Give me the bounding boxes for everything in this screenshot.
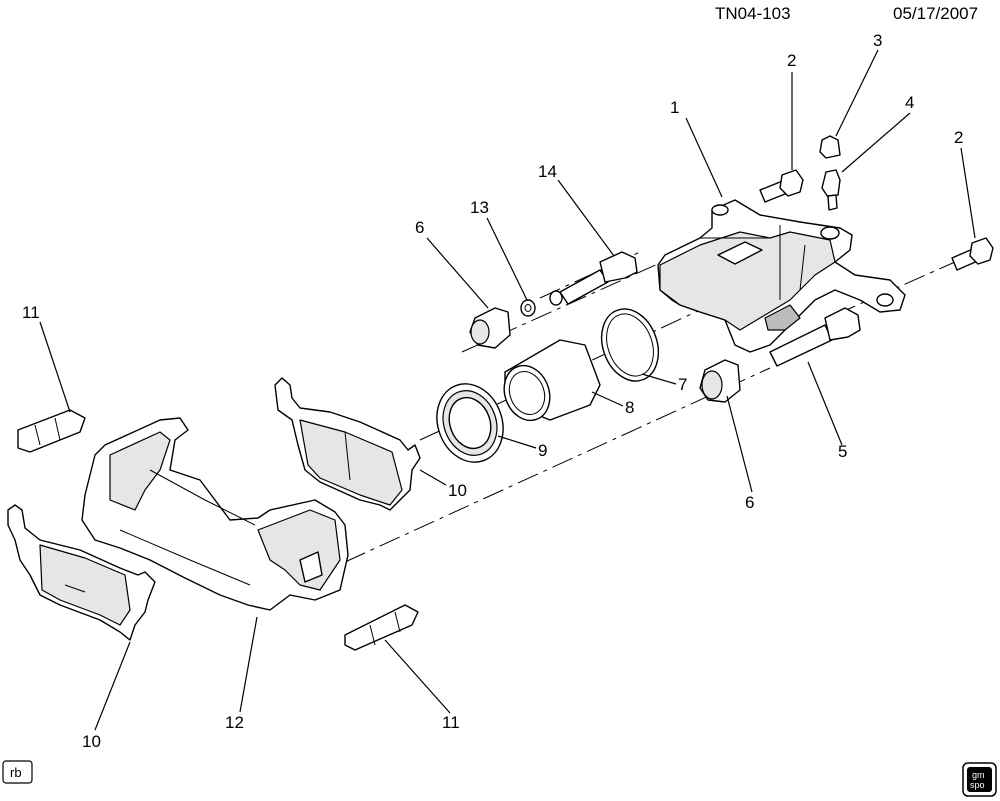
callout-9: 9 [538, 441, 547, 460]
svg-text:spo: spo [970, 780, 985, 790]
callout-1: 1 [670, 98, 679, 117]
callout-10-lower: 10 [82, 732, 101, 751]
gm-spo-logo: gm spo [962, 762, 997, 797]
pad-clip-lower [344, 604, 419, 651]
callout-12: 12 [225, 713, 244, 732]
caliper-housing [657, 199, 906, 353]
small-bushing [520, 299, 536, 317]
pin-boot-upper [469, 307, 511, 349]
callout-6-upper: 6 [415, 218, 424, 237]
caliper-bracket [81, 417, 349, 611]
svg-text:rb: rb [10, 765, 22, 780]
callout-5: 5 [838, 442, 847, 461]
svg-text:gm: gm [972, 770, 985, 780]
callout-11-left: 11 [22, 303, 40, 322]
piston-dust-boot [436, 383, 504, 463]
piston [503, 339, 601, 422]
callout-14: 14 [538, 162, 557, 181]
callout-2-right: 2 [954, 128, 963, 147]
author-tag: rb [2, 760, 33, 784]
brake-pad-outer [7, 504, 156, 641]
bolt-right [951, 237, 994, 271]
piston-seal [600, 308, 660, 382]
leader-lines [39, 49, 976, 731]
callout-11-lower: 11 [442, 713, 460, 732]
callout-7: 7 [678, 375, 687, 394]
callout-3: 3 [873, 31, 882, 50]
bleeder-valve [821, 169, 841, 211]
drawing-id: TN04-103 [715, 4, 791, 23]
callout-labels: 1 2 3 4 2 14 13 6 11 5 7 8 9 10 6 10 11 … [22, 31, 963, 751]
assembly-axis-upper-right [834, 261, 956, 316]
drawing-date: 05/17/2007 [893, 4, 978, 23]
bleeder-cap [819, 135, 841, 159]
pin-boot-lower [699, 359, 741, 403]
callout-8: 8 [625, 398, 634, 417]
callout-4: 4 [905, 93, 914, 112]
bolt-upper [759, 169, 804, 203]
guide-pin-bolt-lower [769, 307, 861, 367]
assembly-axis-lower [344, 367, 771, 563]
pad-clip-upper-left [17, 409, 86, 453]
brake-pad-inner [274, 377, 421, 511]
callout-10-upper: 10 [448, 481, 467, 500]
guide-pin-bolt [549, 251, 638, 306]
callout-2-upper: 2 [787, 51, 796, 70]
callout-13: 13 [470, 198, 489, 217]
callout-6-lower: 6 [745, 493, 754, 512]
